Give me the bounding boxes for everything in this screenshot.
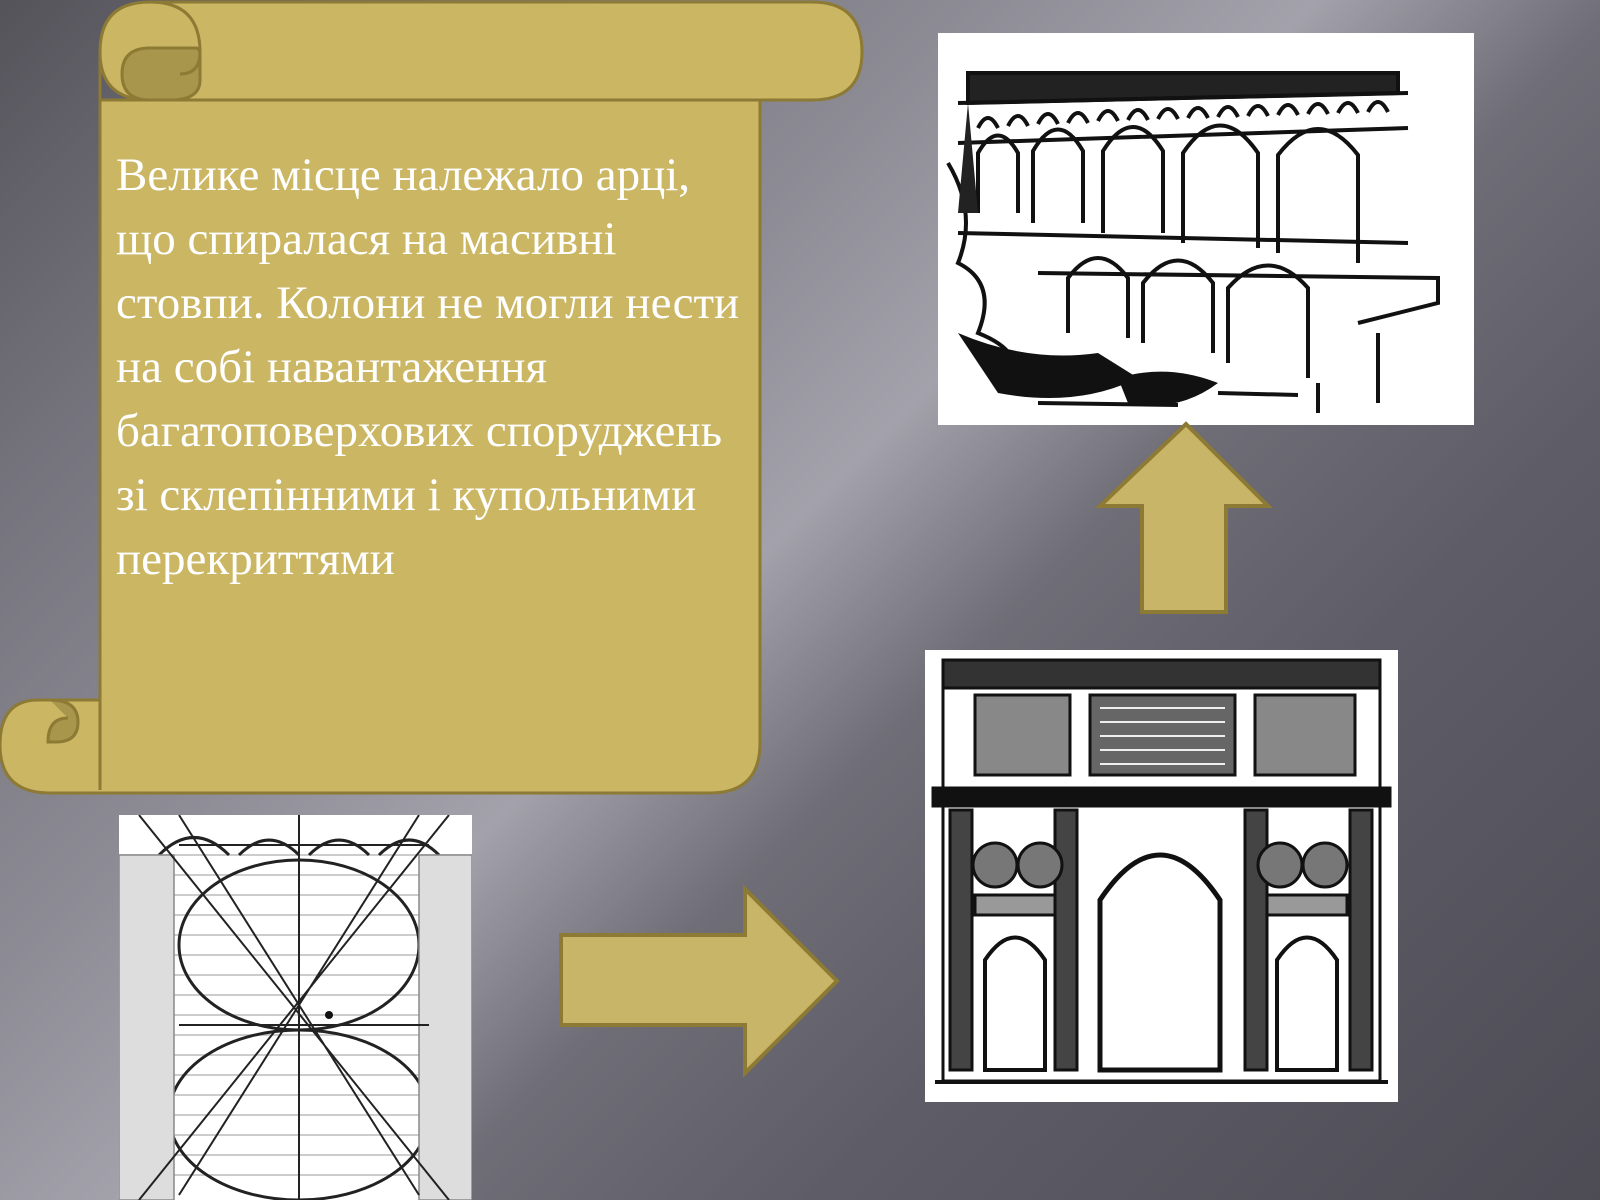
scroll-banner xyxy=(0,0,864,795)
up-arrow xyxy=(1096,421,1273,614)
arch-construction-drawing xyxy=(119,815,472,1200)
slide-text: Велике місце належало арці, що спиралася… xyxy=(116,149,740,585)
aqueduct-drawing xyxy=(938,33,1474,425)
triumphal-arch-drawing xyxy=(925,650,1398,1102)
right-arrow xyxy=(559,885,840,1078)
